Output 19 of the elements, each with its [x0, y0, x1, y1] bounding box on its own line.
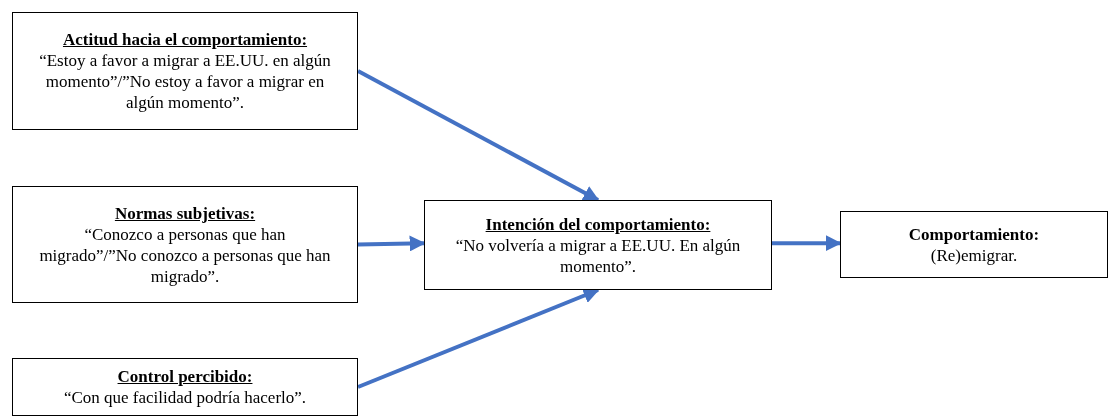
- box-heading: Control percibido:: [117, 366, 253, 387]
- text-box: [424, 200, 772, 290]
- arrow: [772, 235, 842, 252]
- text-box: [840, 211, 1108, 278]
- text-box: [12, 358, 358, 416]
- arrow: [357, 235, 426, 252]
- box-heading: Comportamiento:: [908, 223, 1040, 245]
- box-text: (Re)emigrar.: [930, 244, 1018, 266]
- box-heading: Normas subjetivas:: [114, 202, 256, 224]
- box-text: “Conozco a personas que han migrado”/”No conozco a personas que han migrado”.: [38, 223, 332, 287]
- text-box: [12, 12, 358, 130]
- box-text: “Con que facilidad podría hacerlo”.: [63, 387, 307, 408]
- box-text: “No volvería a migrar a EE.UU. En algún momento”.: [454, 234, 742, 277]
- arrow: [357, 288, 600, 389]
- box-text: “Estoy a favor a migrar a EE.UU. en algún momento”/”No estoy a favor a migrar en algún momento”.: [38, 50, 332, 113]
- box-heading: Actitud hacia el comportamiento:: [62, 29, 308, 50]
- arrow: [357, 69, 600, 202]
- box-heading: Intención del comportamiento:: [485, 213, 711, 235]
- text-box: [12, 186, 358, 303]
